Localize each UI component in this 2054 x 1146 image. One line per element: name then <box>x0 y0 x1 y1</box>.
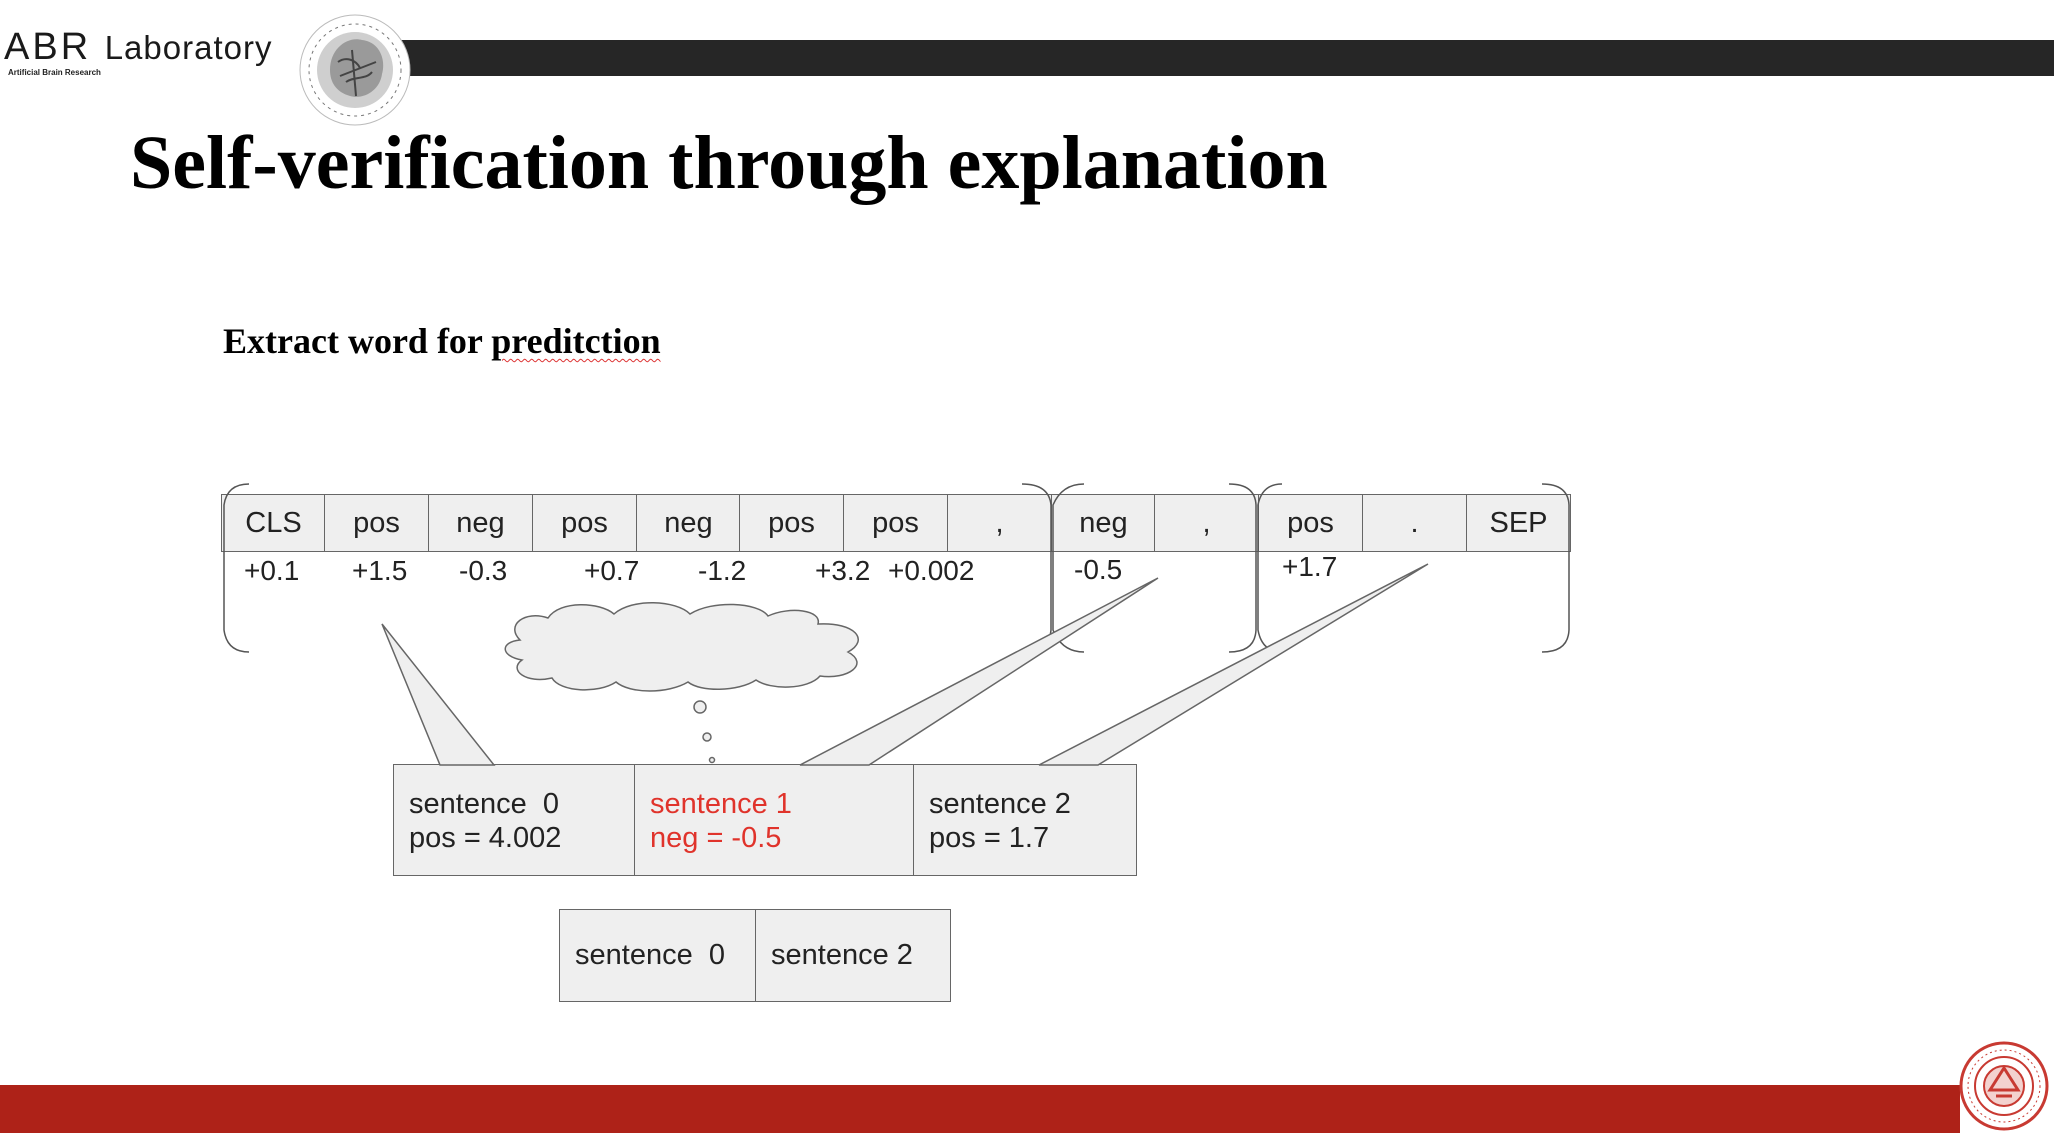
sentence-1-label: sentence 1 <box>650 788 792 820</box>
bracket-sentence-1-right <box>1228 483 1257 653</box>
bracket-sentence-2-right <box>1541 483 1570 653</box>
header-bar <box>400 40 2054 76</box>
result-sentence-0-label: sentence 0 <box>575 939 725 971</box>
lab-logo-suffix: Laboratory <box>104 29 273 66</box>
token-cell: pos <box>843 494 948 552</box>
slide-subtitle: Extract word for preditction <box>223 320 661 362</box>
sentence-1-box: sentence 1 neg = -0.5 <box>634 764 914 876</box>
bracket-sentence-2-left <box>1257 483 1283 653</box>
sentence-0-box: sentence 0 pos = 4.002 <box>393 764 635 876</box>
token-cell: . <box>1362 494 1467 552</box>
token-score: -0.3 <box>459 555 508 586</box>
token-cell: pos <box>532 494 637 552</box>
token-cell: SEP <box>1466 494 1571 552</box>
token-cell: neg <box>1051 494 1156 552</box>
token-score: +0.7 <box>584 555 640 586</box>
brain-seal-icon <box>299 14 411 126</box>
sentence-2-score: pos = 1.7 <box>929 822 1050 854</box>
result-sentence-0: sentence 0 <box>559 909 756 1002</box>
sentence-2-box: sentence 2 pos = 1.7 <box>913 764 1137 876</box>
token-cell: pos <box>1258 494 1363 552</box>
token-score: -0.5 <box>1074 554 1123 585</box>
subtitle-misspelled-word: preditction <box>491 321 661 361</box>
token-cell: neg <box>636 494 741 552</box>
thought-cloud <box>504 602 859 692</box>
lab-logo-subtitle: Artificial Brain Research <box>8 68 101 77</box>
callout-sentence-1 <box>799 577 1159 766</box>
thought-dot-2 <box>702 732 712 742</box>
bracket-sentence-0-right <box>1021 483 1052 653</box>
footer-bar <box>0 1085 1960 1133</box>
bracket-sentence-0-left <box>223 483 250 653</box>
token-score: -1.2 <box>698 555 747 586</box>
result-sentence-2-label: sentence 2 <box>771 939 913 971</box>
thought-dot-1 <box>693 700 707 714</box>
token-cell: pos <box>324 494 429 552</box>
subtitle-text: Extract word for <box>223 321 492 361</box>
bracket-sentence-1-left <box>1052 483 1085 653</box>
token-cell: , <box>947 494 1052 552</box>
callout-sentence-2 <box>1038 563 1429 766</box>
token-score: +0.1 <box>244 555 300 586</box>
token-cell: neg <box>428 494 533 552</box>
sentence-0-score: pos = 4.002 <box>409 822 562 854</box>
university-seal-icon <box>1959 1041 2049 1131</box>
callout-sentence-0 <box>381 623 496 766</box>
sentence-2-label: sentence 2 <box>929 788 1071 820</box>
lab-logo-abbr: ABR <box>4 26 92 68</box>
token-cell: , <box>1154 494 1259 552</box>
slide-title: Self-verification through explanation <box>130 121 1328 205</box>
token-cell: CLS <box>221 494 326 552</box>
token-score: +0.002 <box>888 555 975 586</box>
thought-dot-3 <box>708 756 716 764</box>
lab-logo-text: ABR Laboratory <box>4 26 272 69</box>
sentence-0-label: sentence 0 <box>409 788 559 820</box>
result-sentence-2: sentence 2 <box>755 909 951 1002</box>
token-score: +1.5 <box>352 555 408 586</box>
token-score: +1.7 <box>1282 551 1338 582</box>
sentence-1-score: neg = -0.5 <box>650 822 782 854</box>
token-score: +3.2 <box>815 555 871 586</box>
